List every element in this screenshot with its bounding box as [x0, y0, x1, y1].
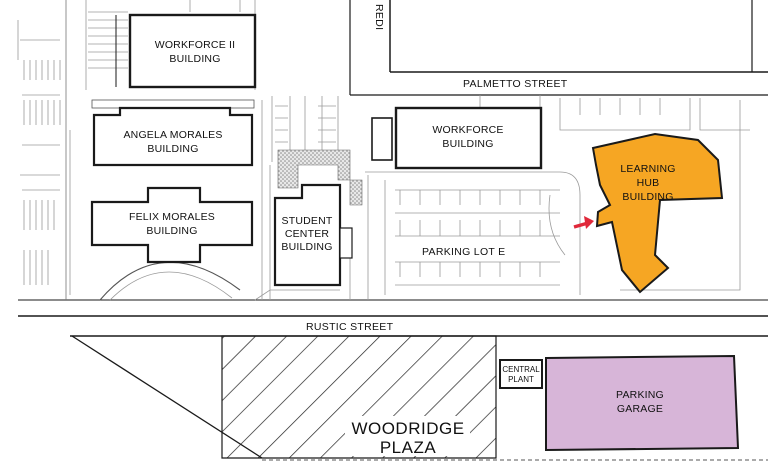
rustic-street-label: RUSTIC STREET	[306, 321, 394, 333]
parking-linework	[17, 0, 750, 301]
angela-morales-label-2: BUILDING	[147, 143, 198, 155]
palmetto-street-label: PALMETTO STREET	[463, 78, 568, 90]
plaza-walkway	[277, 149, 363, 206]
learning-hub-label-1: LEARNING	[620, 163, 675, 175]
felix-morales-label-1: FELIX MORALES	[129, 211, 215, 223]
felix-morales-label-2: BUILDING	[146, 225, 197, 237]
workforce-ii-label-2: BUILDING	[169, 53, 220, 65]
learning-hub-label-3: BUILDING	[622, 191, 673, 203]
workforce-ii-label-1: WORKFORCE II	[155, 39, 236, 51]
building-student-center[interactable]: STUDENT CENTER BUILDING	[273, 183, 353, 287]
entrance-arrow-icon	[573, 216, 594, 229]
building-learning-hub[interactable]: LEARNING HUB BUILDING	[591, 132, 724, 294]
central-plant-label-1: CENTRAL	[502, 365, 540, 374]
building-central-plant[interactable]: CENTRAL PLANT	[499, 359, 543, 389]
building-workforce-ii[interactable]: WORKFORCE II BUILDING	[115, 13, 257, 89]
learning-hub-label-2: HUB	[637, 177, 660, 189]
student-center-label-2: CENTER	[285, 228, 330, 240]
workforce-label-1: WORKFORCE	[432, 124, 503, 136]
parking-lot-e-label: PARKING LOT E	[422, 246, 505, 258]
student-center-label-1: STUDENT	[282, 215, 333, 227]
student-center-label-3: BUILDING	[281, 241, 332, 253]
central-plant-label-2: PLANT	[508, 375, 534, 384]
workforce-label-2: BUILDING	[442, 138, 493, 150]
woodridge-plaza-area[interactable]: WOODRIDGE PLAZA	[221, 335, 497, 459]
street-lines	[18, 0, 768, 459]
parking-garage-label-1: PARKING	[616, 389, 664, 401]
parking-garage-label-2: GARAGE	[617, 403, 663, 415]
angela-morales-label-1: ANGELA MORALES	[123, 129, 222, 141]
building-angela-morales[interactable]: ANGELA MORALES BUILDING	[91, 99, 255, 167]
woodridge-plaza-label-1: WOODRIDGE	[351, 419, 464, 438]
vertical-street-label: REDI	[373, 4, 385, 30]
building-workforce[interactable]: WORKFORCE BUILDING	[371, 106, 543, 170]
building-felix-morales[interactable]: FELIX MORALES BUILDING	[90, 186, 254, 264]
woodridge-plaza-label-2: PLAZA	[380, 438, 437, 457]
building-parking-garage[interactable]: PARKING GARAGE	[545, 354, 740, 452]
